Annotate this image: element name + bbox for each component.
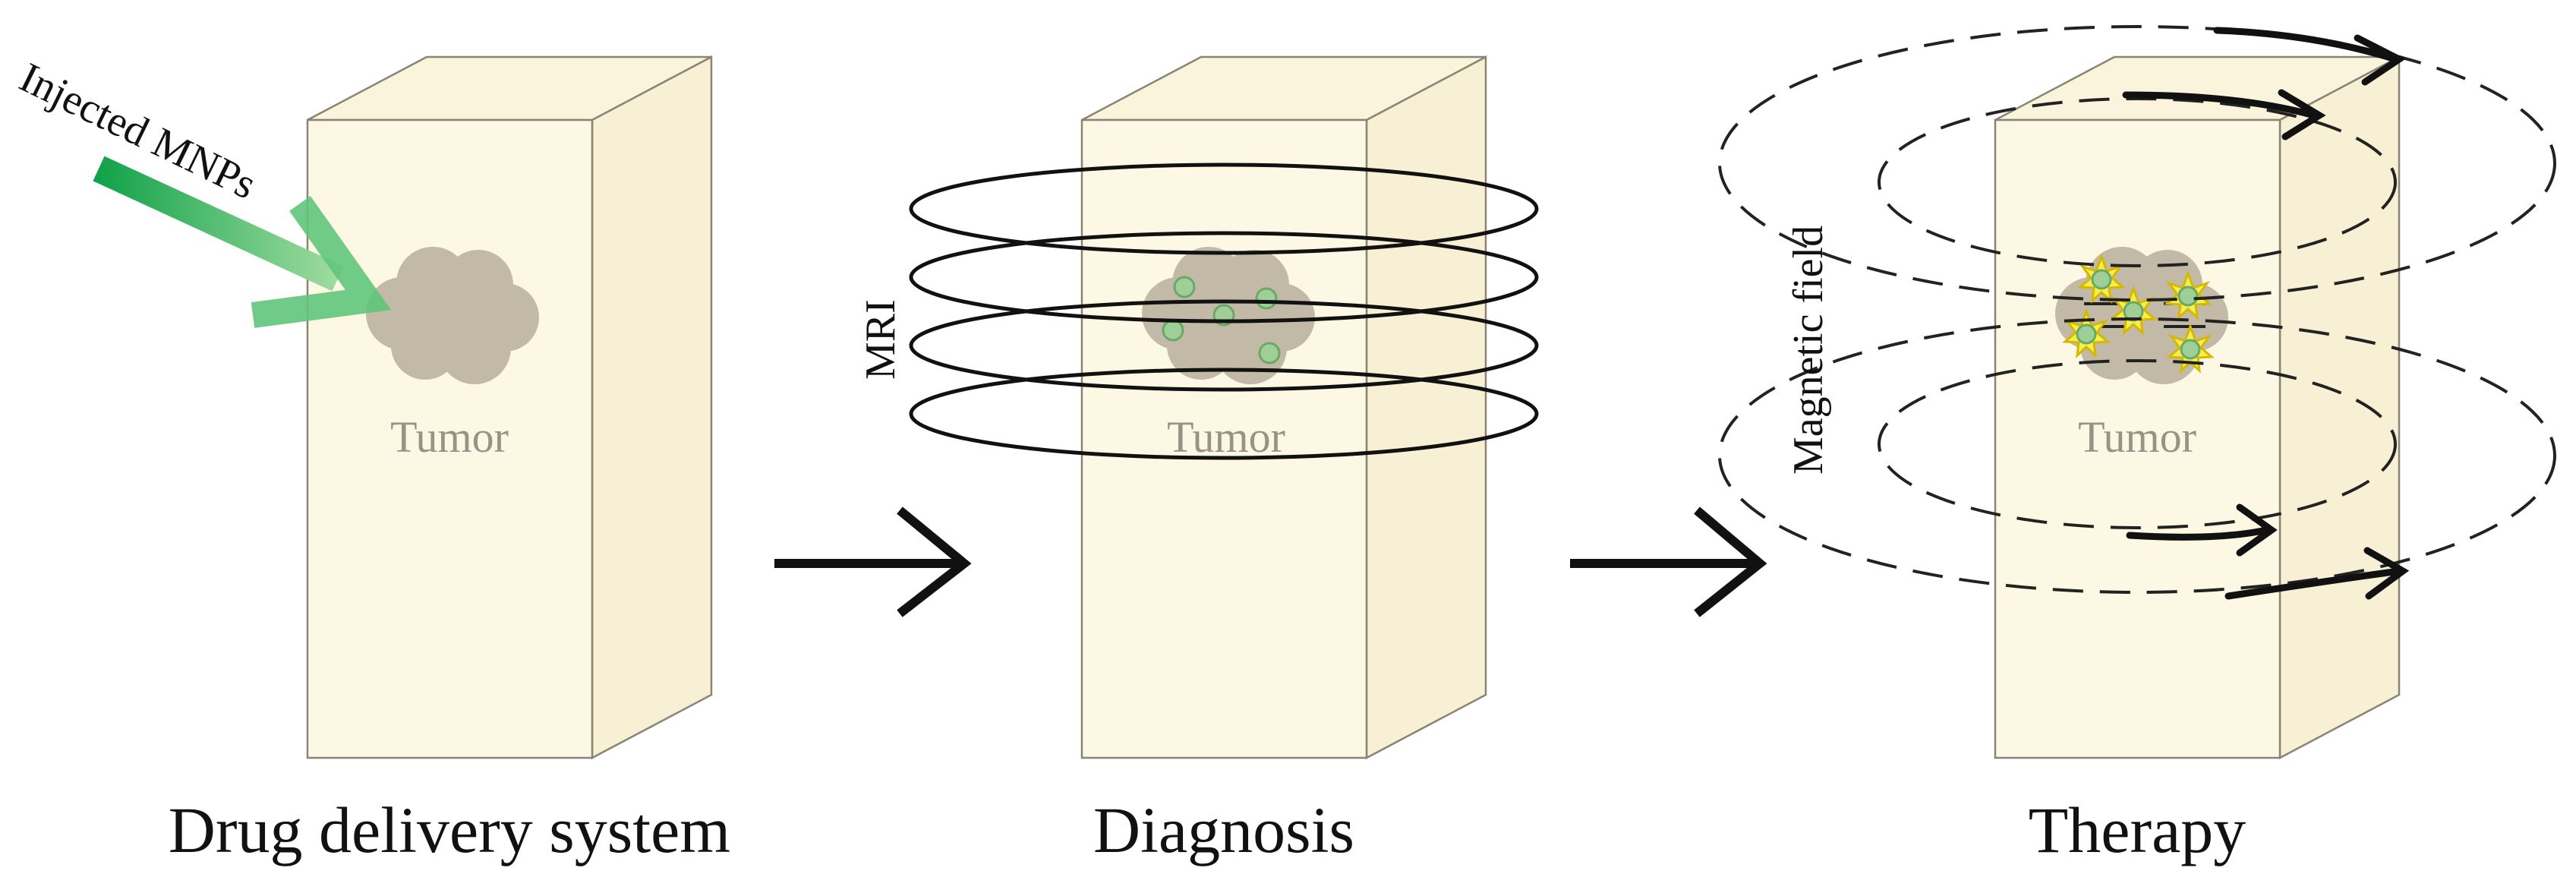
tumor-label: Tumor (390, 412, 509, 462)
caption-therapy: Therapy (2029, 794, 2247, 866)
tissue-block (306, 55, 713, 760)
magnetic-field-label: Magnetic field (1785, 226, 1832, 475)
tumor-label: Tumor (1167, 412, 1285, 462)
tumor-label: Tumor (2078, 412, 2196, 462)
mri-label: MRI (857, 299, 904, 380)
heated-nanoparticles (2064, 255, 2213, 372)
panel-drug-delivery: Tumor Injected MNPs Drug delivery system (12, 54, 730, 866)
flow-arrow-1 (774, 506, 972, 617)
field-direction-arrows (2122, 27, 2410, 600)
caption-diagnosis: Diagnosis (1093, 794, 1354, 866)
panel-therapy: Tumor Magnetic field Therapy (1718, 25, 2556, 866)
injection-arrow (93, 156, 392, 328)
tissue-block (1080, 55, 1487, 760)
caption-drug-delivery: Drug delivery system (169, 794, 730, 866)
panel-diagnosis: Tumor MRI Diagnosis (857, 55, 1539, 866)
flow-arrow-2 (1570, 506, 1767, 617)
mri-coils (909, 163, 1539, 460)
tissue-block (1994, 55, 2401, 760)
magnetic-field-lines (1718, 25, 2556, 594)
